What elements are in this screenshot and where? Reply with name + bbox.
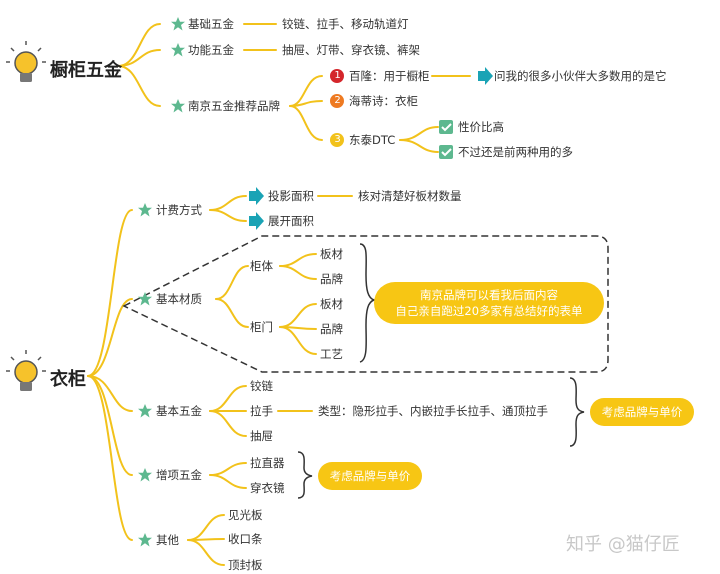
- number-badges: [330, 69, 344, 147]
- branch-billing: [87, 209, 133, 377]
- node-brands: 南京五金推荐品牌: [188, 99, 280, 113]
- other-closing-strip: 收口条: [228, 532, 263, 546]
- material-body-brand: 品牌: [320, 272, 343, 286]
- node-hardware: 基本五金: [156, 404, 202, 418]
- material-body-board: 板材: [320, 247, 343, 261]
- star-icon: [138, 292, 152, 306]
- branch-material: [87, 298, 133, 377]
- node-billing: 计费方式: [156, 203, 202, 217]
- star-icon: [138, 404, 152, 418]
- material-note-line-2: 自己亲自跑过20多家有总结好的表单: [395, 304, 583, 318]
- number-3-label: 3: [334, 134, 341, 145]
- brand-3: 东泰DTC: [349, 133, 396, 147]
- material-door-brand: 品牌: [320, 322, 343, 336]
- material-body: 柜体: [250, 259, 273, 273]
- billing-expanded: 展开面积: [268, 214, 314, 228]
- node-material: 基本材质: [156, 292, 202, 306]
- extra-pill: 考虑品牌与单价: [318, 462, 422, 490]
- lightbulb-icon-2: [6, 350, 46, 391]
- branch-extra: [87, 375, 133, 476]
- hardware-handle-note: 类型：隐形拉手、内嵌拉手长拉手、通顶拉手: [318, 404, 548, 418]
- check-icon: [439, 120, 453, 134]
- hardware-drawer: 抽屉: [250, 429, 273, 443]
- material-note-line-1: 南京品牌可以看我后面内容: [420, 288, 558, 302]
- branch-brand-2: [289, 100, 323, 107]
- material-door-craft: 工艺: [320, 347, 343, 361]
- other-visible-panel: 见光板: [228, 508, 263, 522]
- watermark: 知乎 @猫仔匠: [566, 534, 680, 555]
- brand-3-check-2: 不过还是前两种用的多: [458, 145, 573, 159]
- hardware-pill: 考虑品牌与单价: [590, 398, 694, 426]
- node-basic-hardware-detail: 铰链、拉手、移动轨道灯: [282, 17, 409, 31]
- check-icons: [439, 120, 453, 159]
- node-extra: 增项五金: [156, 468, 202, 482]
- branch-check-1: [399, 126, 439, 141]
- hardware-handle: 拉手: [250, 404, 273, 418]
- material-door: 柜门: [250, 320, 273, 334]
- brand-3-check-1: 性价比高: [458, 120, 504, 134]
- brand-2: 海蒂诗：衣柜: [349, 94, 418, 108]
- node-func-hardware-detail: 抽屉、灯带、穿衣镜、裤架: [282, 43, 420, 57]
- billing-projected-note: 核对清楚好板材数量: [358, 189, 462, 203]
- star-icon: [138, 533, 152, 547]
- arrow-icon: [249, 187, 264, 205]
- branch-brand-3: [289, 105, 323, 141]
- branch-brands: [117, 65, 161, 107]
- section1-title: 橱柜五金: [50, 60, 122, 81]
- brand-1: 百隆：用于橱柜: [349, 69, 430, 83]
- star-icon: [138, 468, 152, 482]
- star-icon: [171, 17, 185, 31]
- dashed-callout: [122, 235, 609, 373]
- branch-check-2: [399, 139, 439, 153]
- arrow-icon: [478, 67, 493, 85]
- extra-straightener: 拉直器: [250, 456, 285, 470]
- number-1-badge: [330, 69, 344, 83]
- billing-projected: 投影面积: [268, 189, 314, 203]
- extra-mirror: 穿衣镜: [250, 481, 285, 495]
- node-other: 其他: [156, 533, 179, 547]
- brace-extra: [297, 451, 313, 499]
- number-3-badge: [330, 133, 344, 147]
- brand-1-note: 问我的很多小伙伴大多数用的是它: [494, 69, 667, 83]
- branch-func: [117, 49, 161, 67]
- hardware-hinge: 铰链: [250, 379, 273, 393]
- node-basic-hardware: 基础五金: [188, 17, 234, 31]
- lightbulb-icon-1: [6, 41, 46, 82]
- branch-other: [87, 375, 133, 541]
- star-icon: [171, 99, 185, 113]
- star-icon: [171, 43, 185, 57]
- arrow-icons: [249, 67, 493, 230]
- check-icon: [439, 145, 453, 159]
- number-2-badge: [330, 94, 344, 108]
- number-1-label: 1: [334, 70, 341, 81]
- number-2-label: 2: [334, 95, 341, 106]
- star-icon: [138, 203, 152, 217]
- section2-title: 衣柜: [50, 369, 86, 390]
- arrow-icon: [249, 212, 264, 230]
- star-icons: [138, 17, 185, 547]
- material-note-pill: 南京品牌可以看我后面内容 自己亲自跑过20多家有总结好的表单: [374, 282, 604, 324]
- material-door-board: 板材: [320, 297, 343, 311]
- branch-hardware: [87, 375, 133, 412]
- brace-material: [359, 243, 377, 363]
- other-top-seal: 顶封板: [228, 558, 263, 572]
- brace-hardware: [569, 377, 585, 447]
- node-func-hardware: 功能五金: [188, 43, 234, 57]
